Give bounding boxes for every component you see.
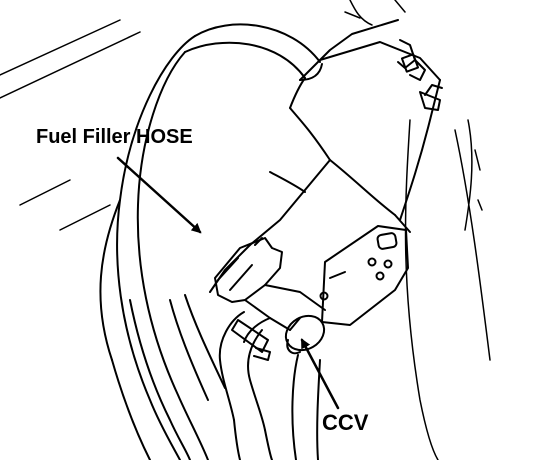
fuel-filler-hose [100,24,322,460]
body-panel-lines [0,20,140,230]
ccv-valve [215,238,330,357]
auxiliary-hoses [130,295,225,460]
fuel-filler-hose-label: Fuel Filler HOSE [36,126,193,148]
leader-arrows [118,158,338,408]
body-panel-right [345,0,490,460]
ccv-label: CCV [322,410,369,435]
ccv-leader-arrow [302,338,338,408]
filler-neck-tube [210,20,440,292]
upper-clamp [398,40,442,110]
lower-hose [220,312,320,460]
mounting-bracket [321,226,409,325]
hose-leader-arrow [118,158,202,234]
